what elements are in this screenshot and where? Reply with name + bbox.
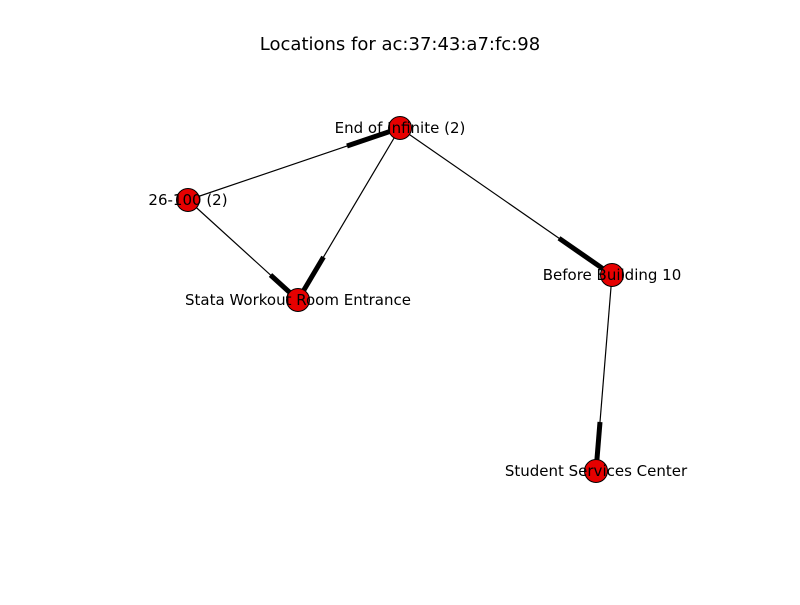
edge-end_of_infinite-to-stata_workout [295,127,401,302]
graph-title: Locations for ac:37:43:a7:fc:98 [259,34,541,55]
node-label-room_26_100: 26-100 (2) [148,191,227,209]
labels-layer: End of Infinite (2) 26-100 (2) Stata Worko… [148,119,688,480]
node-before_building_10 [600,263,624,287]
edge-before_building_10-to-student_services [593,274,613,472]
node-label-student_services: Student Services Center [505,462,688,480]
node-room_26_100 [176,188,200,212]
node-student_services [584,459,608,483]
nodes-layer [176,116,624,483]
edge-end_of_infinite-to-before_building_10 [399,127,614,278]
edge-room_26_100-to-end_of_infinite [187,125,401,201]
node-end_of_infinite [388,116,412,140]
node-label-stata_workout: Stata Workout Room Entrance [185,291,411,309]
edge-room_26_100-to-stata_workout [187,199,300,302]
node-label-before_building_10: Before Building 10 [543,266,682,284]
node-stata_workout [286,288,310,312]
node-label-end_of_infinite: End of Infinite (2) [335,119,466,137]
